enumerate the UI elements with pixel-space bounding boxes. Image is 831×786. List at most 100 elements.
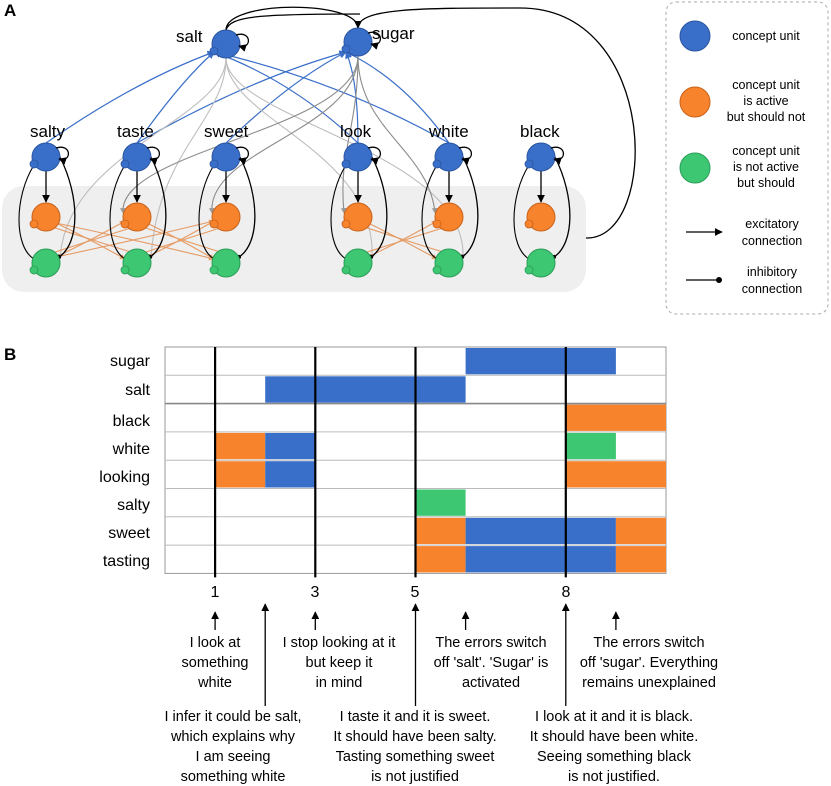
legend-active-not-line3: but should not xyxy=(727,110,806,124)
annotation-t1: I look at something white xyxy=(182,635,249,691)
block-sweet-5-6 xyxy=(415,517,466,545)
error-active-sweet-synapse xyxy=(209,219,219,229)
annotation-t8: I look at it and it is black. It should … xyxy=(530,709,698,785)
unit-white xyxy=(434,142,464,172)
annotation-t1-line2: something xyxy=(182,655,249,671)
edge-salty-to-salt xyxy=(45,50,215,144)
annotation-t9-line1: The errors switch xyxy=(593,635,704,651)
edge-black-feedback xyxy=(513,164,531,261)
prediction-sugar-to-sweet xyxy=(208,55,359,214)
unit-look-self-loop xyxy=(367,146,382,165)
block-sweet-9-10 xyxy=(615,517,666,545)
edge-salt-loop xyxy=(225,13,361,31)
block-white-8-9 xyxy=(565,432,616,460)
error-active-taste xyxy=(122,202,152,232)
error-active-look xyxy=(343,202,373,232)
annotation-t1-line1: I look at xyxy=(190,635,241,651)
error-active-sweet xyxy=(211,202,241,232)
error-active-black-synapse xyxy=(524,219,534,229)
annotation-t8-line1: I look at it and it is black. xyxy=(535,709,693,725)
legend-concept-swatch xyxy=(679,20,711,52)
legend: concept unit concept unit is active but … xyxy=(665,1,829,315)
annotation-t2-line3: I am seeing xyxy=(196,749,271,765)
legend-excitatory-line1: excitatory xyxy=(745,217,799,231)
error-missing-black-synapse xyxy=(524,265,534,275)
node-label-taste: taste xyxy=(117,122,154,141)
legend-active-not-swatch xyxy=(679,86,711,118)
annotation-t5-line4: is not justified xyxy=(371,769,459,785)
error-missing-white-synapse xyxy=(432,265,442,275)
unit-sugar xyxy=(343,27,373,57)
prediction-sugar-to-look xyxy=(340,55,359,214)
block-tasting-9-10 xyxy=(615,546,666,573)
annotation-t9-line3: remains unexplained xyxy=(582,675,716,691)
edge-salt-sugar-inhibition xyxy=(225,6,362,31)
tick-label-3: 3 xyxy=(311,584,320,601)
annotation-t6-line2: off 'salt'. 'Sugar' is xyxy=(434,655,549,671)
error-edge-rev-salty-sweet xyxy=(55,219,215,258)
edge-look-inhibit-missing xyxy=(368,156,388,260)
unit-taste-self-loop xyxy=(146,146,161,165)
annotation-t8-line3: Seeing something black xyxy=(537,749,692,765)
annotation-t2: I infer it could be salt, which explains… xyxy=(164,709,301,785)
block-tasting-6-9 xyxy=(465,546,616,573)
edge-white-feedback xyxy=(421,164,439,261)
error-active-look-synapse xyxy=(341,219,351,229)
annotation-t3-line1: I stop looking at it xyxy=(283,635,396,651)
row-label-looking: looking xyxy=(99,469,150,486)
prediction-salt-to-salty xyxy=(57,57,227,260)
block-salt-2-6 xyxy=(265,376,466,403)
error-missing-salty-synapse xyxy=(29,265,39,275)
legend-not-active-line1: concept unit xyxy=(732,144,800,158)
node-label-look: look xyxy=(340,122,372,141)
legend-active-not-line2: is active xyxy=(743,94,788,108)
edge-black-to-sugar xyxy=(357,7,636,239)
legend-excitatory-line2: connection xyxy=(742,234,803,248)
error-missing-taste xyxy=(122,248,152,278)
edge-look-feedback xyxy=(330,164,348,261)
block-tasting-5-6 xyxy=(415,546,466,573)
annotation-t8-line4: is not justified. xyxy=(568,769,660,785)
unit-salt-synapse xyxy=(209,46,219,56)
node-label-salty: salty xyxy=(30,122,65,141)
unit-look-synapse xyxy=(341,159,351,169)
error-active-taste-synapse xyxy=(120,219,130,229)
error-missing-taste-synapse xyxy=(120,265,130,275)
node-label-white: white xyxy=(428,122,469,141)
error-missing-sweet-synapse xyxy=(209,265,219,275)
annotation-t3-line3: in mind xyxy=(316,675,363,691)
annotation-t2-line1: I infer it could be salt, xyxy=(164,709,301,725)
row-label-sugar: sugar xyxy=(110,353,151,370)
annotation-t5-line1: I taste it and it is sweet. xyxy=(340,709,491,725)
edge-taste-feedback xyxy=(109,164,127,261)
row-label-sweet: sweet xyxy=(108,525,150,542)
annotation-t5-line2: It should have been salty. xyxy=(333,729,496,745)
prediction-sugar-to-taste xyxy=(119,55,359,214)
annotation-t8-line2: It should have been white. xyxy=(530,729,698,745)
row-label-salt: salt xyxy=(125,382,150,399)
edge-taste-inhibit-missing xyxy=(147,156,167,260)
unit-sweet-self-loop xyxy=(235,146,250,165)
legend-inhibitory-dot xyxy=(716,277,722,283)
node-label-salt: salt xyxy=(176,27,203,46)
error-active-white-synapse xyxy=(432,219,442,229)
error-active-salty xyxy=(31,202,61,232)
block-looking-8-10 xyxy=(565,461,666,488)
legend-box xyxy=(665,1,829,315)
unit-salty-synapse xyxy=(29,159,39,169)
row-label-white: white xyxy=(112,441,150,458)
annotation-t6: The errors switch off 'salt'. 'Sugar' is… xyxy=(434,635,549,691)
prediction-salt-to-taste xyxy=(148,57,227,260)
error-missing-look xyxy=(343,248,373,278)
unit-black xyxy=(526,142,556,172)
timeline-blocks xyxy=(215,348,666,573)
annotation-arrows xyxy=(211,603,620,706)
error-missing-look-synapse xyxy=(341,265,351,275)
block-sweet-6-9 xyxy=(465,517,616,545)
legend-not-active-swatch xyxy=(679,152,711,184)
unit-black-synapse xyxy=(524,159,534,169)
block-salty-5-6 xyxy=(415,489,466,516)
unit-taste xyxy=(122,142,152,172)
legend-not-active-line3: but should xyxy=(737,176,795,190)
